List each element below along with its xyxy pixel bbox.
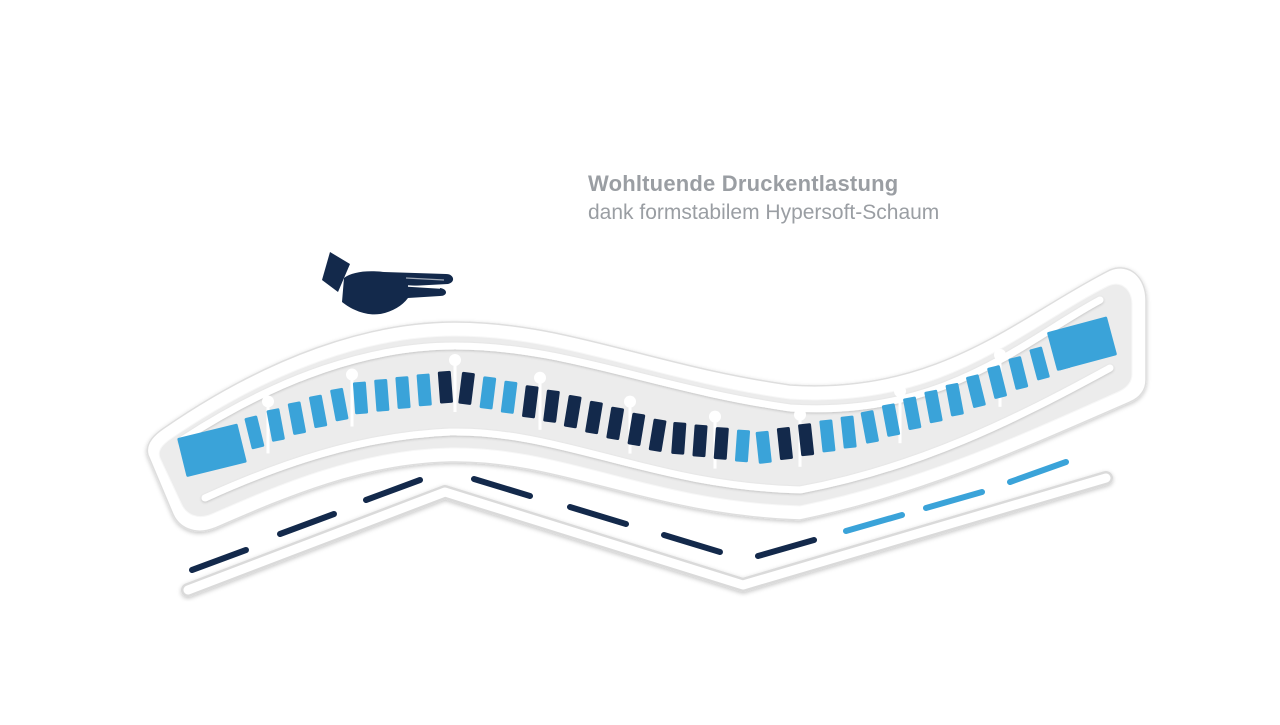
zone-block-firm <box>522 385 539 419</box>
zone-divider-tip <box>346 368 358 381</box>
zone-block-soft <box>840 415 857 449</box>
zone-dividers <box>262 348 1006 469</box>
zone-block-soft <box>734 429 751 463</box>
zone-block-soft <box>945 383 964 417</box>
zone-block-firm <box>671 421 687 455</box>
zone-block-soft <box>309 394 328 429</box>
zone-block-firm <box>648 418 667 452</box>
zone-block-firm <box>606 406 625 441</box>
zone-block-soft <box>223 424 244 459</box>
zone-block-soft <box>755 430 772 464</box>
zone-block-soft <box>395 376 411 409</box>
zone-block-soft <box>266 408 285 442</box>
caption-headline: Wohltuende Druckentlastung <box>588 171 899 196</box>
slat-dash-dark <box>471 476 533 499</box>
zone-divider-tip <box>709 410 721 423</box>
zone-block-soft <box>903 396 922 430</box>
support-zones <box>177 316 1117 477</box>
zone-block-soft <box>819 419 836 453</box>
zone-block-soft <box>1029 346 1050 381</box>
zone-block-soft <box>924 389 943 424</box>
zone-divider-tip <box>994 348 1006 361</box>
zone-block-firm <box>458 371 475 405</box>
zone-block-firm <box>563 394 582 429</box>
zone-block-soft <box>287 401 306 435</box>
zone-block-soft <box>966 374 986 408</box>
zone-block-soft <box>352 381 369 415</box>
slat-dash-light <box>843 512 905 534</box>
zone-block-firm <box>627 412 646 447</box>
zone-block-soft <box>479 376 497 410</box>
zone-block-firm <box>713 427 729 460</box>
zone-divider-tip <box>894 385 906 398</box>
slat-dash-dark <box>277 511 337 537</box>
zone-end-block <box>1047 316 1117 371</box>
zone-block-soft <box>330 387 349 422</box>
slat-dash-dark <box>755 537 817 559</box>
zone-divider-tip <box>794 408 806 421</box>
slat-dash-dark <box>567 504 629 527</box>
zone-block-soft <box>1008 356 1029 390</box>
zone-block-soft <box>860 410 879 444</box>
slat-dash-light <box>1007 459 1069 485</box>
zone-block-firm <box>437 370 453 404</box>
caption: Wohltuende Druckentlastung dank formstab… <box>588 170 939 228</box>
slat-dash-dark <box>661 532 723 555</box>
zone-block-firm <box>585 400 603 435</box>
zone-block-soft <box>244 415 265 450</box>
slat-dashes <box>189 459 1069 573</box>
zone-block-soft <box>500 380 518 414</box>
slat-dash-light <box>923 489 985 511</box>
zone-block-firm <box>798 423 815 457</box>
zone-block-firm <box>692 424 708 458</box>
caption-subline: dank formstabilem Hypersoft-Schaum <box>588 201 940 224</box>
slat-dash-dark <box>189 547 249 573</box>
zone-divider-tip <box>624 395 636 408</box>
zone-block-firm <box>543 389 560 423</box>
zone-block-soft <box>416 373 432 407</box>
zone-divider-tip <box>534 371 546 384</box>
zone-divider-tip <box>449 354 461 366</box>
slat-dash-dark <box>363 477 423 503</box>
zone-block-soft <box>881 403 901 437</box>
zone-block-soft <box>987 365 1007 399</box>
hand-icon <box>322 252 454 315</box>
zone-block-soft <box>374 378 390 412</box>
zone-divider-tip <box>262 395 274 408</box>
slatted-base <box>181 459 1113 597</box>
zone-block-firm <box>776 427 793 460</box>
